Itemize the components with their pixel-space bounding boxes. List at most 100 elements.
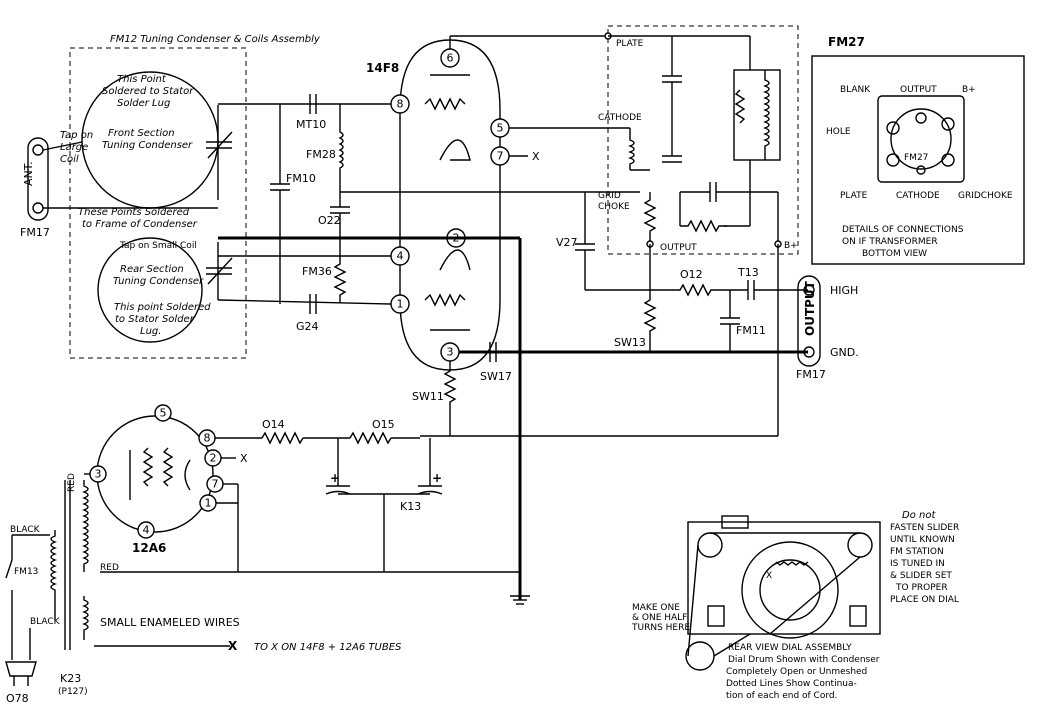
rear-tuning-condenser [206,242,233,300]
red-label-1: RED [67,473,77,492]
slider-note-2: FASTEN SLIDER [890,523,959,533]
pin-5-label: 5 [497,122,504,135]
g24-label: G24 [296,320,319,333]
fm10-label: FM10 [286,172,316,185]
pin-7-12a6-label: 7 [212,478,219,491]
details-label-3: BOTTOM VIEW [862,249,927,259]
bplus-fm27-label: B+ [962,85,976,95]
fm28-label: FM28 [306,148,336,161]
pin-5-12a6-label: 5 [160,407,167,420]
fm27-title: FM27 [828,35,865,49]
slider-note-7: TO PROPER [895,583,948,593]
x-label-pin2: X [240,452,248,465]
t13-label: T13 [737,266,759,279]
dial-label-2: Dial Drum Shown with Condenser [728,655,880,665]
svg-text:+: + [432,471,442,485]
output-jack-label: OUTPUT [803,280,817,336]
front-section-2: Tuning Condenser [102,140,193,151]
fm17-right-label: FM17 [796,368,826,381]
grid-resistor-1 [424,293,466,307]
front-section-1: Front Section [108,128,175,139]
gnd-label: GND. [830,346,859,359]
pin-6-label: 6 [447,52,454,65]
pin-2-12a6-label: 2 [210,452,217,465]
antenna-terminal: ANT. FM17 [20,137,218,239]
p127-label: (P127) [58,687,88,697]
stator-bottom-2: to Stator Solder [115,314,195,325]
tap-large-1: Tap on [60,130,93,141]
to-x-label: TO X ON 14F8 + 12A6 TUBES [254,642,402,653]
dial-label-1: REAR VIEW DIAL ASSEMBLY [728,643,852,653]
fm11-label: FM11 [736,324,766,337]
k23-label: K23 [60,672,81,685]
sw11-label: SW11 [412,390,444,403]
k13-label: K13 [400,500,421,513]
dial-label-4: Dotted Lines Show Continua- [726,679,857,689]
o22-label: O22 [318,214,341,227]
if-transformer: PLATE CATHODE GRID CHOKE OUTPUT B+ [598,25,799,255]
front-tuning-condenser [206,105,233,200]
dial-x-label: X [766,571,772,581]
power-supply: O14 O15 + + K13 RED RED BLACK BLACK [5,418,530,705]
ant-label: ANT. [22,161,35,186]
pin-5-12a6 [154,404,172,422]
cathode-fm27-label: CATHODE [896,191,940,201]
note-stator-top-3: Solder Lug [117,98,170,109]
red-label-2: RED [100,563,119,573]
pin-4-12a6 [137,521,155,539]
dial-assembly: X MAKE ONE & ONE HALF TURNS HERE REAR VI… [631,510,959,701]
hole-label: HOLE [826,127,851,137]
stator-bottom-3: Lug. [140,326,161,337]
bplus-label: B+ [784,241,798,251]
black-label-1: BLACK [10,525,41,535]
pin-8-12a6-label: 8 [204,432,211,445]
fm12-title: FM12 Tuning Condenser & Coils Assembly [110,34,321,45]
pin-3-12a6-label: 3 [95,468,102,481]
grid-choke-label-1: GRID [598,191,621,201]
tap-large-2: Large [60,142,88,153]
pin-7-label: 7 [497,150,504,163]
note-stator-top-1: This Point [117,74,167,85]
stator-bottom-1: This point Soldered [114,302,211,313]
details-label-2: ON IF TRANSFORMER [842,237,938,247]
plate-fm27-label: PLATE [840,191,868,201]
tube-12a6-label: 12A6 [132,541,166,555]
slider-note-5: IS TUNED IN [890,559,945,569]
o12-label: O12 [680,268,703,281]
o78-label: O78 [6,692,29,705]
small-wires-label: SMALL ENAMELED WIRES [100,616,240,629]
fm12-assembly: FM12 Tuning Condenser & Coils Assembly T… [60,34,321,359]
details-label-1: DETAILS OF CONNECTIONS [842,225,964,235]
frame-note-2: to Frame of Condenser [82,219,198,230]
slider-note-1: Do not [902,510,936,521]
pin-4-12a6-label: 4 [143,524,150,537]
rear-coil [97,237,203,343]
pin-1-label: 1 [397,298,404,311]
pin-1-12a6-label: 1 [205,497,212,510]
svg-text:+: + [330,471,340,485]
note-stator-top-2: Soldered to Stator [102,86,194,97]
dial-label-5: tion of each end of Cord. [726,691,837,701]
rear-section-1: Rear Section [120,264,184,275]
turns-label-1: MAKE ONE [632,603,680,613]
tube-14f8-label: 14F8 [366,61,399,75]
output-if-label: OUTPUT [660,243,697,253]
fm36-label: FM36 [302,265,332,278]
black-label-2: BLACK [30,617,61,627]
slider-note-8: PLACE ON DIAL [890,595,959,605]
rear-section-2: Tuning Condenser [113,276,204,287]
fm27-detail: FM27 BLANK OUTPUT B+ HOLE FM27 PLATE CAT… [811,35,1025,265]
sw13-label: SW13 [614,336,646,349]
dial-label-3: Completely Open or Unmeshed [726,667,867,677]
mt10-label: MT10 [296,118,326,131]
plate-label: PLATE [616,39,644,49]
frame-note-1: These Points Soldered [78,207,190,218]
output-section: V27 O12 T13 FM11 SW13 SW17 OUTPUT HIGH G… [420,192,859,437]
v27-label: V27 [556,236,578,249]
o14-label: O14 [262,418,285,431]
x-label-pin7: X [532,150,540,163]
pin-3-label: 3 [447,346,454,359]
fm27-center-label: FM27 [904,153,928,163]
cathode-label: CATHODE [598,113,642,123]
